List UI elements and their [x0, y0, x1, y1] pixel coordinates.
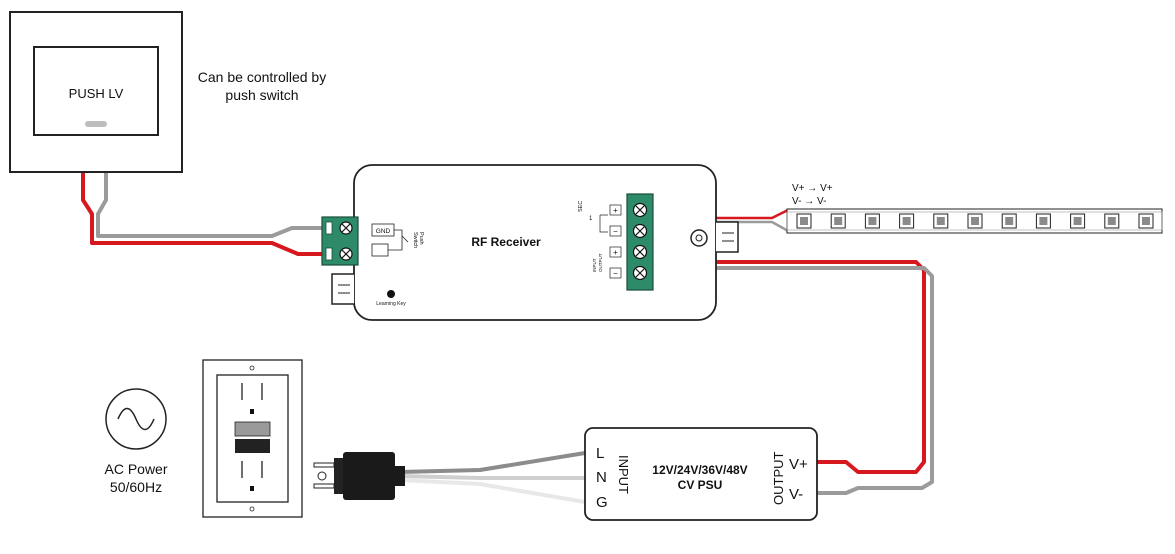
- input-wire-gray: [650, 266, 934, 495]
- led-chip-emitter: [971, 217, 979, 225]
- lower-receptacle-slots: [241, 461, 263, 478]
- switch-caption-line1: Can be controlled by: [198, 69, 326, 85]
- psu-terminal-N: N: [596, 469, 607, 486]
- mains-wire-G: [398, 478, 587, 504]
- left-mount-ear: [331, 273, 354, 305]
- strip-vplus-label: V+ → V+: [792, 183, 833, 194]
- sec-label: SEC: [578, 201, 584, 212]
- learning-key-button[interactable]: [387, 290, 395, 298]
- sec-number: 1: [589, 216, 593, 222]
- led-chips: [796, 213, 1154, 229]
- push-switch-label-2: Switch: [412, 232, 418, 248]
- led-chip-emitter: [1005, 217, 1014, 225]
- svg-text:+: +: [613, 248, 618, 257]
- led-chip-emitter: [1073, 217, 1082, 225]
- switch-wire-gray: [96, 170, 327, 238]
- push-switch-indicator: [85, 121, 107, 127]
- output-input-terminal-block: [626, 193, 654, 291]
- psu-title-line1: 12V/24V/36V/48V: [652, 463, 747, 477]
- receiver-title: RF Receiver: [471, 235, 541, 249]
- rf-receiver: RF Receiver GND Push Switch Learning Key…: [321, 164, 739, 321]
- led-chip-emitter: [1039, 217, 1048, 225]
- output-small-label: OUTPUT: [598, 253, 603, 272]
- psu-terminal-vplus: V+: [789, 456, 808, 473]
- mains-wire-L: [398, 451, 587, 474]
- gfci-reset-button: [235, 439, 270, 453]
- push-switch-label-1: Push: [418, 232, 424, 245]
- ac-power-line1: AC Power: [104, 461, 167, 477]
- led-chip-emitter: [1107, 217, 1116, 225]
- input-small-label: INPUT: [592, 258, 597, 272]
- wires: [81, 170, 934, 504]
- outlet-top-screw: [249, 365, 255, 371]
- learning-key-label: Learning Key: [376, 301, 406, 307]
- led-chip-emitter: [834, 217, 843, 225]
- input-wire-red: [650, 254, 926, 474]
- psu-terminal-vminus: V-: [789, 486, 803, 503]
- switch-caption-line2: push switch: [225, 87, 298, 103]
- switch-wire-red: [81, 170, 327, 256]
- led-strip: V+ → V+ V- → V-: [786, 183, 1163, 234]
- wall-outlet: [202, 359, 303, 518]
- gfci-test-button: [234, 421, 271, 437]
- ac-power-source: AC Power 50/60Hz: [104, 388, 168, 495]
- push-switch-symbol: [388, 229, 409, 251]
- psu-terminal-L: L: [596, 445, 604, 462]
- push-switch-label: PUSH LV: [69, 86, 124, 101]
- led-chip-emitter: [868, 217, 877, 225]
- outlet-bottom-screw: [249, 506, 255, 512]
- push-switch: PUSH LV: [9, 11, 183, 173]
- psu-output-label: OUTPUT: [771, 452, 786, 506]
- cv-psu: L N G INPUT 12V/24V/36V/48V CV PSU OUTPU…: [584, 427, 818, 521]
- output-terminal-labels: + − + −: [599, 204, 622, 279]
- led-chip-emitter: [902, 217, 911, 225]
- svg-text:−: −: [613, 269, 618, 278]
- strip-vminus-label: V- → V-: [792, 196, 826, 207]
- upper-receptacle-slots: [241, 383, 263, 400]
- psu-terminal-G: G: [596, 494, 608, 511]
- psu-title-line2: CV PSU: [678, 478, 723, 492]
- psu-input-label: INPUT: [616, 455, 631, 494]
- gnd-label: GND: [376, 228, 391, 235]
- push-switch-terminal-block: [321, 216, 359, 266]
- led-chip-emitter: [1142, 217, 1150, 225]
- ac-power-line2: 50/60Hz: [110, 479, 162, 495]
- right-mount-ear: [716, 221, 739, 253]
- led-chip-emitter: [800, 217, 808, 225]
- svg-text:−: −: [613, 227, 618, 236]
- mains-wire-N: [398, 474, 587, 480]
- led-chip-emitter: [936, 217, 945, 225]
- svg-text:+: +: [613, 206, 618, 215]
- power-plug: [313, 452, 405, 500]
